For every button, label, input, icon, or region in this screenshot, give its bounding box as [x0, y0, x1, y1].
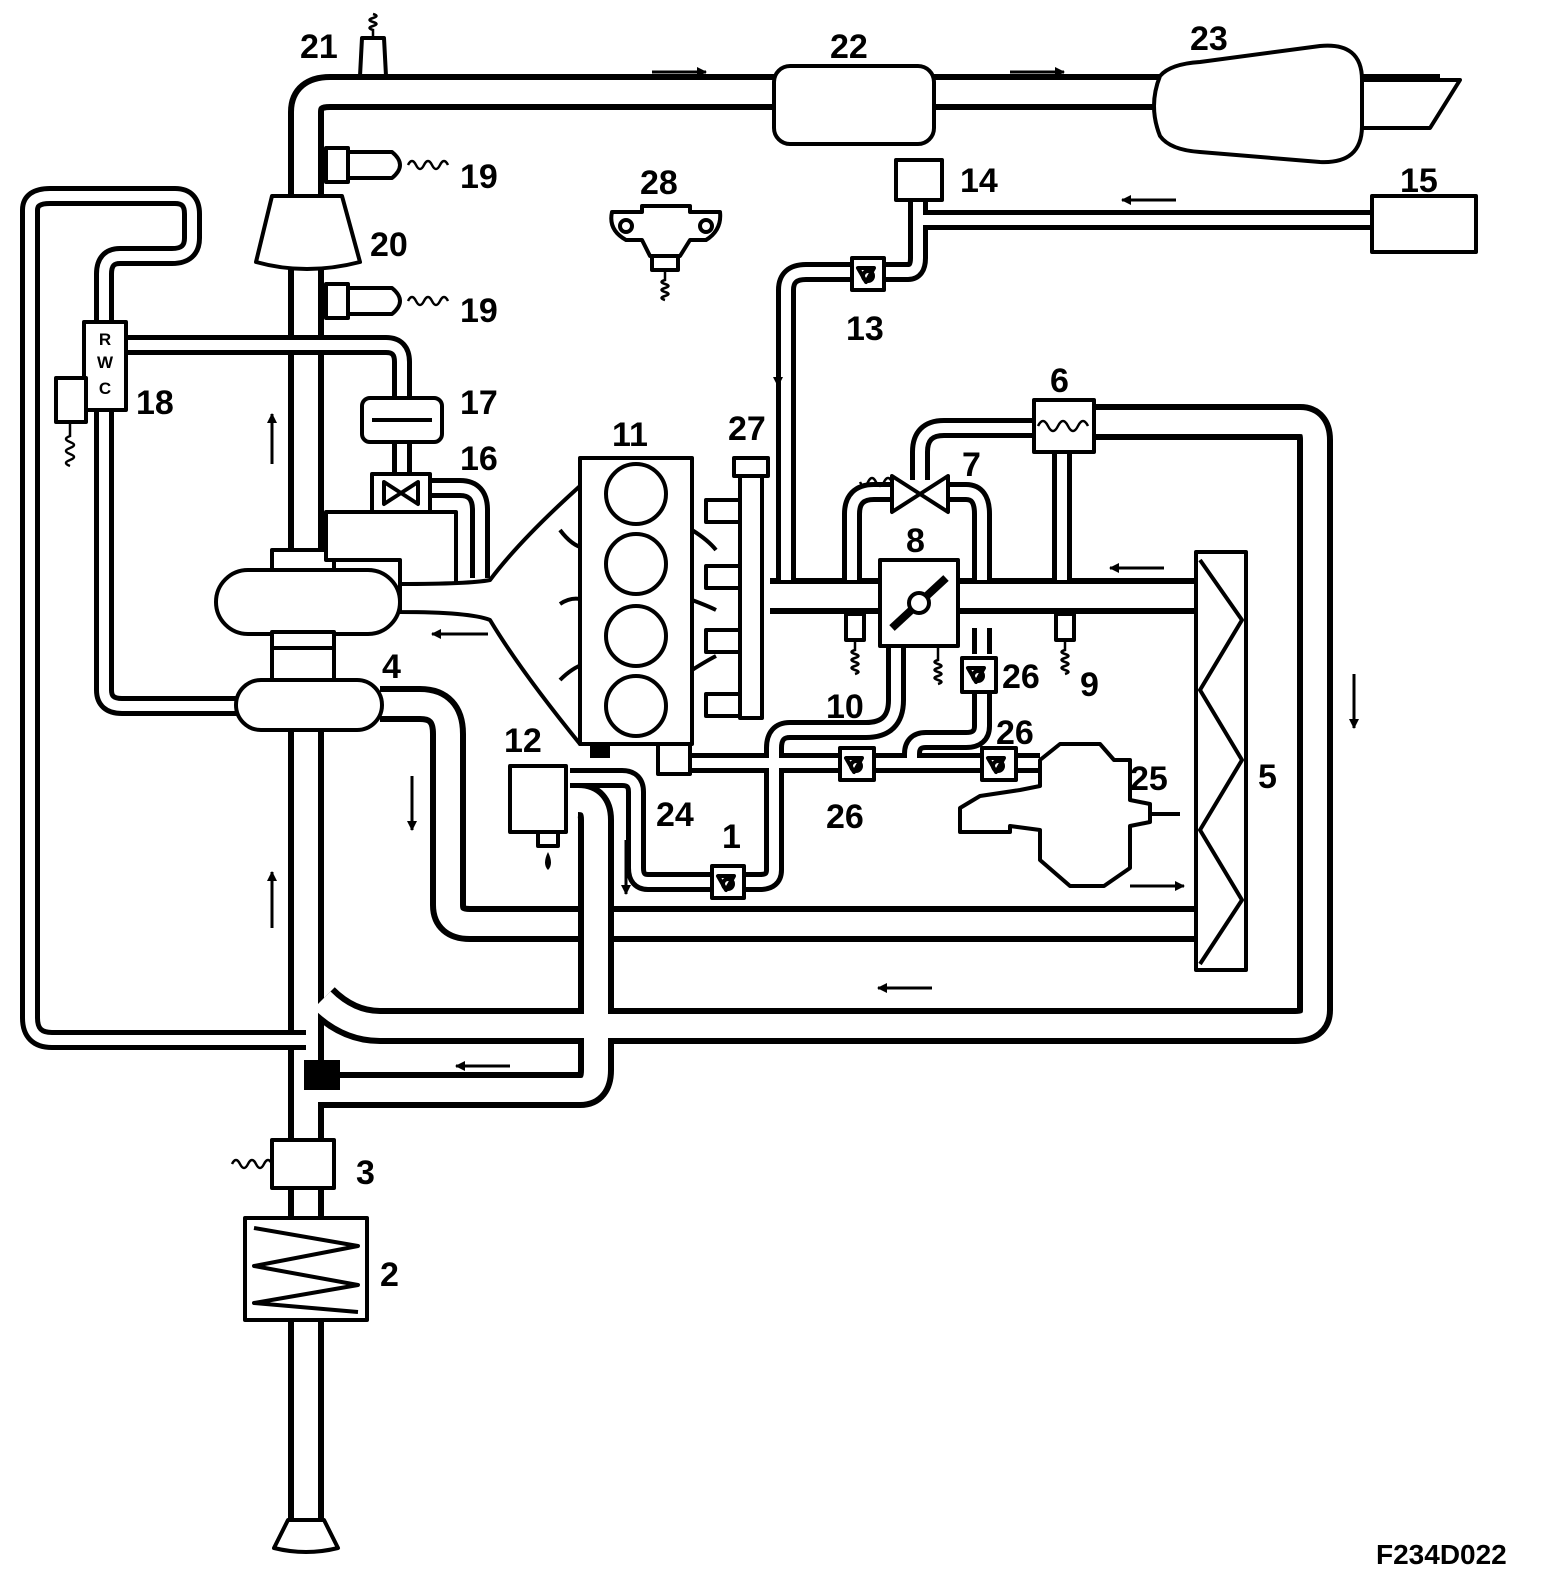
component-throttle-body	[878, 558, 960, 686]
component-brake-booster	[958, 742, 1180, 888]
component-oil-separator	[508, 764, 568, 870]
label-19-upper: 19	[460, 158, 498, 196]
component-check-valve-26-left	[838, 746, 876, 782]
component-check-valve-13	[850, 256, 886, 292]
label-21: 21	[300, 28, 338, 66]
component-air-mass-meter	[230, 1138, 336, 1190]
label-23: 23	[1190, 20, 1228, 58]
component-pressure-sensor-28	[609, 204, 723, 302]
component-turbo-turbine	[214, 548, 402, 650]
label-27: 27	[728, 410, 766, 448]
label-6: 6	[1050, 362, 1069, 400]
component-oxygen-sensor-lower	[324, 282, 450, 320]
component-charcoal-canister	[1370, 194, 1478, 254]
label-17: 17	[460, 384, 498, 422]
label-25: 25	[1130, 760, 1168, 798]
component-fuel-rail	[704, 456, 770, 720]
component-front-silencer	[772, 64, 936, 146]
label-26-upper: 26	[1002, 658, 1040, 696]
label-16: 16	[460, 440, 498, 478]
figure-code: F234D022	[1376, 1539, 1507, 1570]
label-18: 18	[136, 384, 174, 422]
label-11: 11	[612, 416, 648, 454]
component-sensor-9	[1054, 612, 1076, 676]
label-9: 9	[1080, 666, 1099, 704]
label-26-right: 26	[996, 714, 1034, 752]
component-bypass-valve	[1032, 398, 1096, 454]
component-wastegate-actuator	[360, 396, 444, 444]
component-exhaust-temp-sensor	[358, 12, 388, 78]
port-r-label: R	[99, 330, 111, 349]
label-3: 3	[356, 1154, 375, 1192]
callout-labels: 1 2 3 4 5 6 7 8 9 10 11 12 13 14 15 16 1…	[136, 20, 1507, 1570]
component-pressure-valve	[370, 472, 432, 514]
label-8: 8	[906, 522, 925, 560]
label-28: 28	[640, 164, 678, 202]
label-4: 4	[382, 648, 401, 686]
label-10: 10	[826, 688, 864, 726]
flow-arrows	[267, 67, 1359, 1071]
label-12: 12	[504, 722, 542, 760]
component-oxygen-sensor-upper	[324, 146, 450, 184]
component-rear-silencer	[1152, 43, 1364, 165]
label-24: 24	[656, 796, 694, 834]
component-air-filter	[243, 1216, 369, 1322]
label-22: 22	[830, 28, 868, 66]
component-fuel-tank-vent	[894, 158, 944, 202]
label-2: 2	[380, 1256, 399, 1294]
component-idle-air-valve	[858, 474, 950, 514]
component-boost-control-valve: R W C	[54, 320, 128, 468]
component-turbo-compressor	[234, 646, 384, 732]
air-intake-horn	[272, 1518, 340, 1554]
component-intercooler	[1194, 550, 1248, 972]
tail-pipe-end	[1360, 78, 1462, 130]
label-7: 7	[962, 446, 981, 484]
component-catalytic-converter	[254, 194, 362, 271]
port-w-label: W	[97, 353, 114, 372]
label-5: 5	[1258, 758, 1277, 796]
label-13: 13	[846, 310, 884, 348]
component-engine	[578, 456, 718, 746]
label-19-lower: 19	[460, 292, 498, 330]
label-15: 15	[1400, 162, 1438, 200]
component-check-valve-26-upper	[960, 656, 998, 694]
component-check-valve-26-right	[980, 746, 1018, 782]
component-sensor-10	[844, 612, 866, 676]
component-check-valve-1	[710, 864, 746, 900]
label-1: 1	[722, 818, 741, 856]
label-14: 14	[960, 162, 998, 200]
label-26-left: 26	[826, 798, 864, 836]
port-c-label: C	[99, 379, 111, 398]
label-20: 20	[370, 226, 408, 264]
component-sensor-24	[656, 742, 692, 776]
